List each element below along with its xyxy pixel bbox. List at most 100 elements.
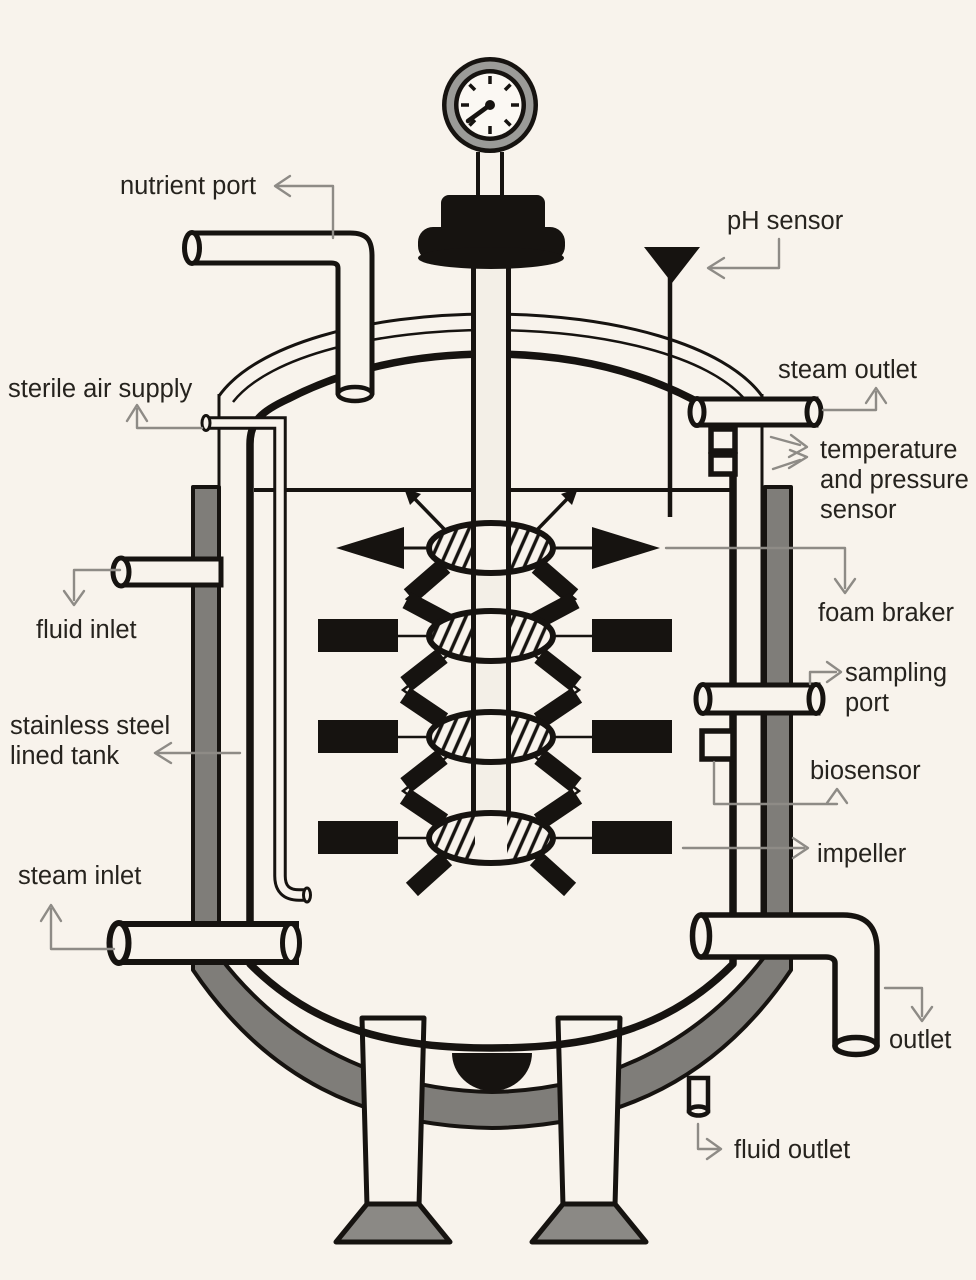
baffle [592,619,672,652]
outlet-pipe-opening [832,1034,880,1058]
impeller-disc-1 [426,520,556,576]
stainless-tank-arrowhead [153,741,173,765]
gauge-needle-hub [485,100,495,110]
label-temp-pressure-line3: sensor [820,496,897,524]
shaft-gap [475,811,507,865]
baffle [318,821,398,854]
foot-right [529,1201,649,1245]
fluid-outlet-arrowhead [705,1137,723,1161]
shaft-gap [475,609,507,663]
temp-sensor-arrowhead-1 [787,433,809,459]
motor-housing [418,195,565,269]
label-outlet: outlet [889,1026,951,1054]
label-stainless-line2: lined tank [10,742,119,770]
outlet-leader [883,986,924,1018]
foam-breaker [336,527,660,569]
nutrient-port-arrowhead [273,174,292,198]
shaft-gap [475,521,507,575]
steam-inlet-opening [280,921,302,965]
temp-sensor-arrowhead-2 [787,448,809,470]
steam-inlet-arrowhead [39,903,63,923]
paddle-blade [534,648,582,692]
fluid-outlet-pipe [686,1075,711,1118]
sampling-port-body [700,682,821,716]
paddle-blade [400,749,448,793]
ph-probe-funnel [644,247,700,283]
label-fluid-outlet: fluid outlet [734,1136,850,1164]
spray-line-ul [411,495,448,533]
impeller-arrowhead [791,836,810,860]
ph-sensor-arrowhead [706,256,726,280]
biosensor-arrowhead [825,787,849,805]
temperature-sensor-box [708,426,738,454]
paddle-blade [533,687,583,729]
nutrient-port-pipe [182,230,375,404]
shaft-gap [475,710,507,764]
steam-inlet-end [106,920,132,966]
label-steam-outlet: steam outlet [778,356,917,384]
impeller-disc-outline [426,709,556,765]
sampling-port-end-outer [806,682,826,716]
biosensor-leader [712,760,839,806]
paddle-blade [399,687,449,729]
ph-probe [644,247,700,517]
label-biosensor: biosensor [810,757,921,785]
biosensor-box [699,728,736,762]
fluid-inlet-body [118,556,224,588]
label-impeller: impeller [817,840,907,868]
label-sterile-air-supply: sterile air supply [8,375,192,403]
steam-outlet-end-outer [804,396,824,428]
spray-arrowhead-ul [404,488,421,505]
paddle-blade [533,788,583,830]
spray-arrowhead-ur [561,488,578,505]
steam-outlet-arrowhead [864,386,888,405]
pressure-gauge [442,57,538,153]
impeller-disc-3 [426,709,556,765]
air-tube-bore [206,419,306,899]
sampling-port-pipe [693,682,826,716]
foot-left [333,1201,453,1245]
paddle-blade [405,851,453,897]
steam-inlet-leader [49,907,116,951]
air-tube-end [200,414,212,432]
outlet-pipe [689,912,880,1058]
label-sampling-line1: sampling [845,659,947,687]
spray-line-ur [534,495,571,533]
label-stainless-line1: stainless steel [10,712,170,740]
sampling-port-end-inner [693,682,713,716]
paddle-blade [399,788,449,830]
temp-sensor-leader-2 [771,458,802,471]
label-nutrient-port: nutrient port [120,172,256,200]
sterile-air-arrowhead [125,403,149,423]
nutrient-pipe-opening [335,384,375,404]
gauge-ticks [461,76,519,134]
foam-breaker-arrow-left [336,527,404,569]
foam-braker-leader [664,546,847,590]
labels: nutrient port pH sensor sterile air supp… [8,172,969,1164]
outlet-arrowhead [910,1005,934,1023]
baffle [318,720,398,753]
fluid-inlet-arrowhead [62,589,86,607]
baffle [318,619,398,652]
foam-breaker-arrow-right [592,527,660,569]
label-ph-sensor: pH sensor [727,207,844,235]
steam-outlet-pipe [687,396,824,428]
steam-outlet-body [694,396,819,428]
paddle-blade [529,851,577,897]
steam-inlet-body [116,921,299,965]
label-temp-pressure-line2: and pressure [820,466,969,494]
impeller-disc-2 [426,608,556,664]
sterile-air-pipe [200,414,312,904]
paddle-blade [534,749,582,793]
ph-sensor-leader [709,237,781,270]
motor-top-block [441,195,545,235]
steam-outlet-leader [821,390,878,412]
fluid-inlet-pipe [110,555,224,589]
support-legs [333,1015,649,1245]
steam-inlet-pipe [106,920,302,966]
sterile-air-leader [135,407,204,430]
bottom-drain [452,1053,532,1091]
baffle [592,720,672,753]
nutrient-pipe-end [182,230,202,266]
impeller-disc-outline [426,608,556,664]
